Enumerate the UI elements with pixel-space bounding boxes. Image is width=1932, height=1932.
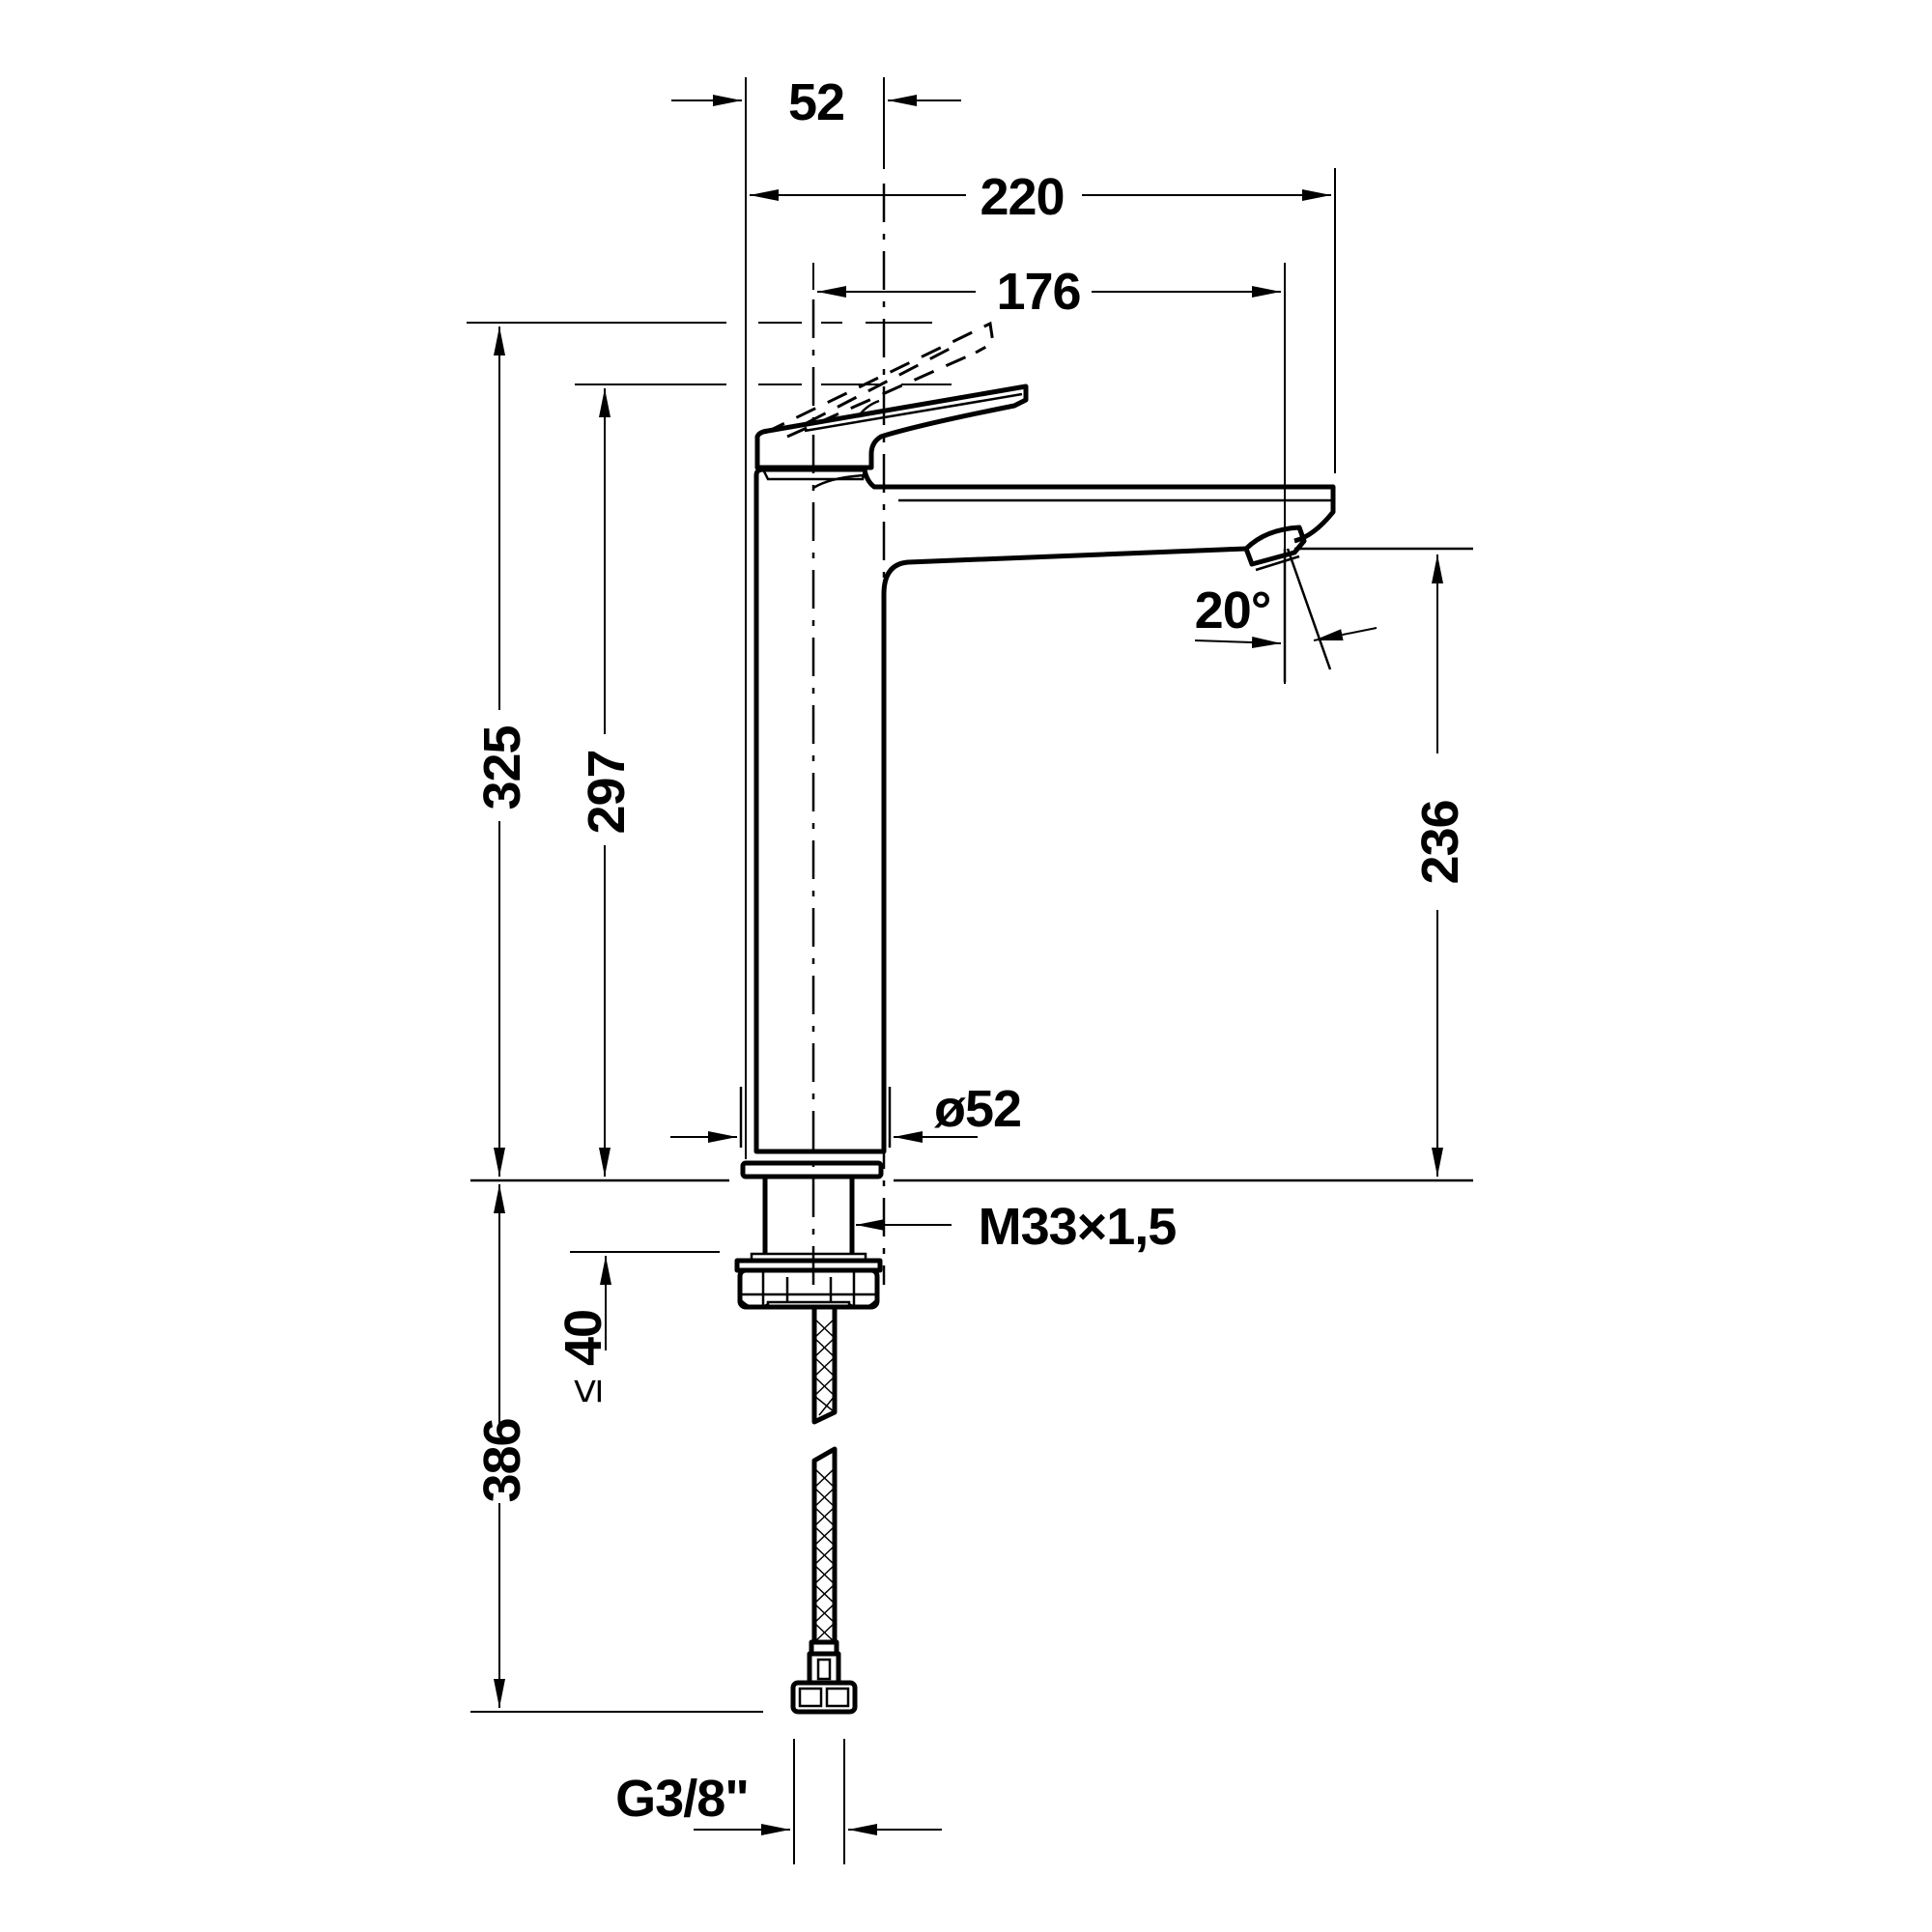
threaded-shank: M33×1,5 <box>762 1179 1177 1256</box>
dim-label-g3-8: G3/8" <box>615 1770 749 1828</box>
dim-label-176: 176 <box>996 263 1080 321</box>
dim-label-diameter-52: ø52 <box>934 1080 1021 1138</box>
dimension-297-height: 297 <box>578 388 636 1177</box>
mounting-nut <box>734 1252 883 1310</box>
dimension-g3-8-connection: G3/8" <box>615 1739 942 1864</box>
faucet-lever-handle <box>754 384 1029 481</box>
flexible-hose-upper <box>811 1309 838 1425</box>
dim-label-less-equal-symbol: ≤ <box>560 1378 611 1403</box>
dimension-220-reach: 220 <box>750 168 1336 473</box>
faucet-body <box>753 467 1336 1154</box>
flexible-hose-lower <box>811 1446 838 1645</box>
hose-connector-nut <box>790 1639 858 1715</box>
dim-label-220: 220 <box>980 168 1064 226</box>
dim-label-297: 297 <box>578 750 636 834</box>
dim-label-thread-m33: M33×1,5 <box>979 1198 1177 1256</box>
dim-label-386: 386 <box>473 1418 531 1502</box>
dimension-325-height: 325 <box>473 327 531 1177</box>
dimension-52-top: 52 <box>671 73 961 1159</box>
dim-label-325: 325 <box>473 725 531 810</box>
dim-label-20-degrees: 20° <box>1195 582 1271 639</box>
dim-label-52: 52 <box>788 73 844 131</box>
dimension-max-40-deck-thickness: 40 ≤ <box>554 1251 720 1404</box>
faucet-lever-handle-open-position <box>764 321 995 439</box>
dim-label-40: 40 <box>554 1310 612 1366</box>
dim-label-236: 236 <box>1411 800 1469 884</box>
spout-angle-annotation: 20° <box>1195 547 1473 682</box>
dimension-386-hose-length: 386 <box>470 1184 763 1713</box>
dimension-236-outlet-height: 236 <box>1411 554 1469 1177</box>
faucet-base: ø52 <box>670 1080 1022 1179</box>
